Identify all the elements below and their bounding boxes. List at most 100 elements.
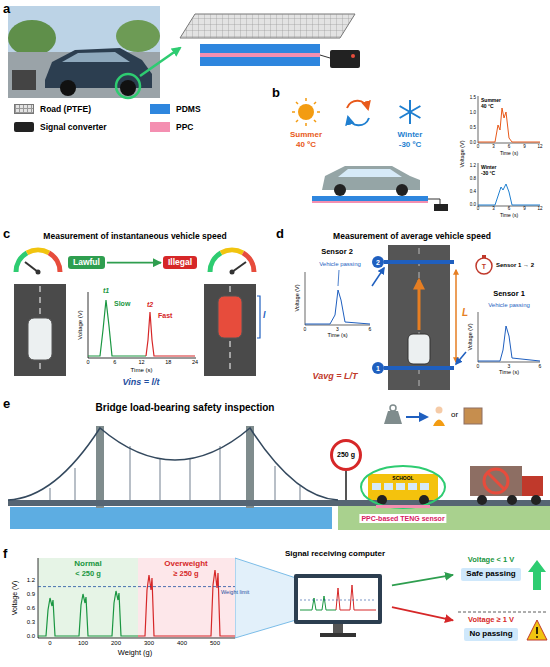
car-on-sensor-part	[428, 199, 440, 204]
road-lane	[14, 284, 260, 376]
average-speed-road-part	[482, 255, 486, 258]
average-speed-road	[372, 245, 492, 390]
sensor-device-part	[180, 14, 355, 38]
panel-title: Measurement of average vehicle speed	[333, 232, 491, 241]
decision-icons-part	[536, 627, 538, 634]
bridge-scene-part	[477, 495, 487, 505]
axis-title: Voltage (V)	[11, 581, 18, 616]
tick-label: 0.5	[470, 126, 476, 131]
chart-label: 40 °C	[481, 104, 494, 109]
distance-label: L	[462, 308, 468, 318]
legend-item: Signal converter	[14, 122, 107, 132]
bridge-scene-part	[8, 428, 338, 500]
road-lane-part	[14, 284, 66, 376]
sensor-number: 1	[376, 365, 380, 372]
status-box: Illegal	[163, 256, 197, 269]
road-icon	[14, 104, 34, 114]
speed-gauge-part	[221, 250, 243, 253]
node-text: Voltage < 1 V	[468, 556, 514, 564]
tick-label: 0.0	[470, 141, 476, 146]
tick-label: 0	[86, 360, 89, 366]
average-speed-road-part	[456, 352, 466, 364]
tick-label: 0	[304, 327, 307, 332]
region-label: < 250 g	[75, 570, 101, 578]
speed-gauge-part	[232, 262, 246, 272]
road-lane-part	[28, 318, 52, 360]
sensor-number: 2	[376, 259, 380, 266]
panel-title: Measurement of instantaneous vehicle spe…	[43, 232, 226, 241]
connector-arrow	[392, 607, 453, 620]
tick-label: 6	[508, 207, 511, 212]
status-box: Lawful	[68, 256, 105, 269]
node-text: Safe passing	[461, 568, 520, 581]
season-label: Summer	[290, 131, 322, 139]
legend-item: PDMS	[150, 104, 201, 114]
speed-chart-part	[146, 312, 195, 356]
annotation: or	[451, 411, 458, 419]
bridge-scene-part	[406, 416, 427, 418]
voltage-chart-part	[478, 108, 540, 142]
speed-gauge	[16, 250, 254, 275]
node-text: Illegal	[168, 258, 192, 267]
sensor-device-part	[200, 57, 320, 66]
tick-label: 12	[537, 207, 542, 212]
axis-title: Time (s)	[131, 367, 153, 373]
chart-label: Summer	[481, 98, 501, 103]
speed-gauge-part	[230, 270, 235, 275]
tick-label: 0	[48, 640, 51, 646]
chart-label: Winter	[481, 165, 497, 170]
bridge-scene-part	[507, 495, 517, 505]
tick-label: 1.5	[470, 96, 476, 101]
decision-icons-part	[536, 636, 538, 638]
road-lane-part	[204, 284, 256, 376]
tick-label: 0.0	[470, 203, 476, 208]
tick-label: 400	[177, 640, 187, 646]
sensor-label: Sensor 1	[493, 290, 525, 298]
axis-title: Voltage (V)	[295, 284, 301, 311]
bridge-scene-part	[436, 407, 443, 414]
sensor-chart-part	[478, 326, 540, 361]
node-text: Lawful	[73, 258, 100, 267]
weight-chart-part	[38, 591, 138, 636]
pointer-arrow	[140, 48, 180, 76]
annotation: Vehicle passing	[488, 302, 530, 308]
car-photo-part	[116, 20, 160, 52]
bridge-scene-part	[338, 506, 550, 530]
axis-title: Voltage (V)	[77, 310, 83, 340]
bridge-scene-part	[345, 471, 347, 500]
weight-chart-part	[38, 558, 235, 638]
tick-label: 0.6	[27, 605, 35, 611]
node-text: No passing	[464, 628, 517, 641]
bridge-scene-part	[361, 466, 445, 508]
node-text: Signal receiving computer	[280, 550, 390, 559]
bridge-scene-part	[390, 405, 396, 411]
vehicle-text: SCHOOL	[392, 476, 413, 481]
car-photo	[8, 6, 160, 98]
sensor-device-part	[320, 55, 330, 58]
tick-label: 18	[165, 360, 171, 366]
voltage-chart-part	[478, 163, 540, 206]
tick-label: 200	[111, 640, 121, 646]
tick-label: 1.2	[27, 577, 35, 583]
tick-label: 500	[210, 640, 220, 646]
legend-text: PPC	[176, 122, 193, 132]
weight-chart-part	[138, 558, 235, 638]
result-node: Voltage ≥ 1 VNo passing	[455, 616, 527, 641]
speed-chart-part	[88, 292, 196, 358]
season-icons-part	[348, 117, 369, 125]
tick-label: 0.9	[27, 591, 35, 597]
car-photo-part	[62, 52, 130, 62]
sensor-device-part	[200, 53, 320, 57]
average-speed-road-part	[476, 258, 492, 274]
speed-gauge-part	[36, 270, 41, 275]
tick-label: 0	[477, 145, 480, 150]
computer-monitor-part	[333, 624, 343, 633]
axis-title: Voltage (V)	[468, 323, 474, 350]
car-on-sensor-part	[312, 196, 428, 201]
car-on-sensor-part	[338, 169, 402, 177]
tick-label: 0	[477, 207, 480, 212]
road-lane-part	[257, 296, 260, 338]
average-speed-road-part	[384, 260, 454, 264]
region-label: Overweight	[164, 560, 208, 568]
bridge-scene-part	[96, 426, 104, 508]
